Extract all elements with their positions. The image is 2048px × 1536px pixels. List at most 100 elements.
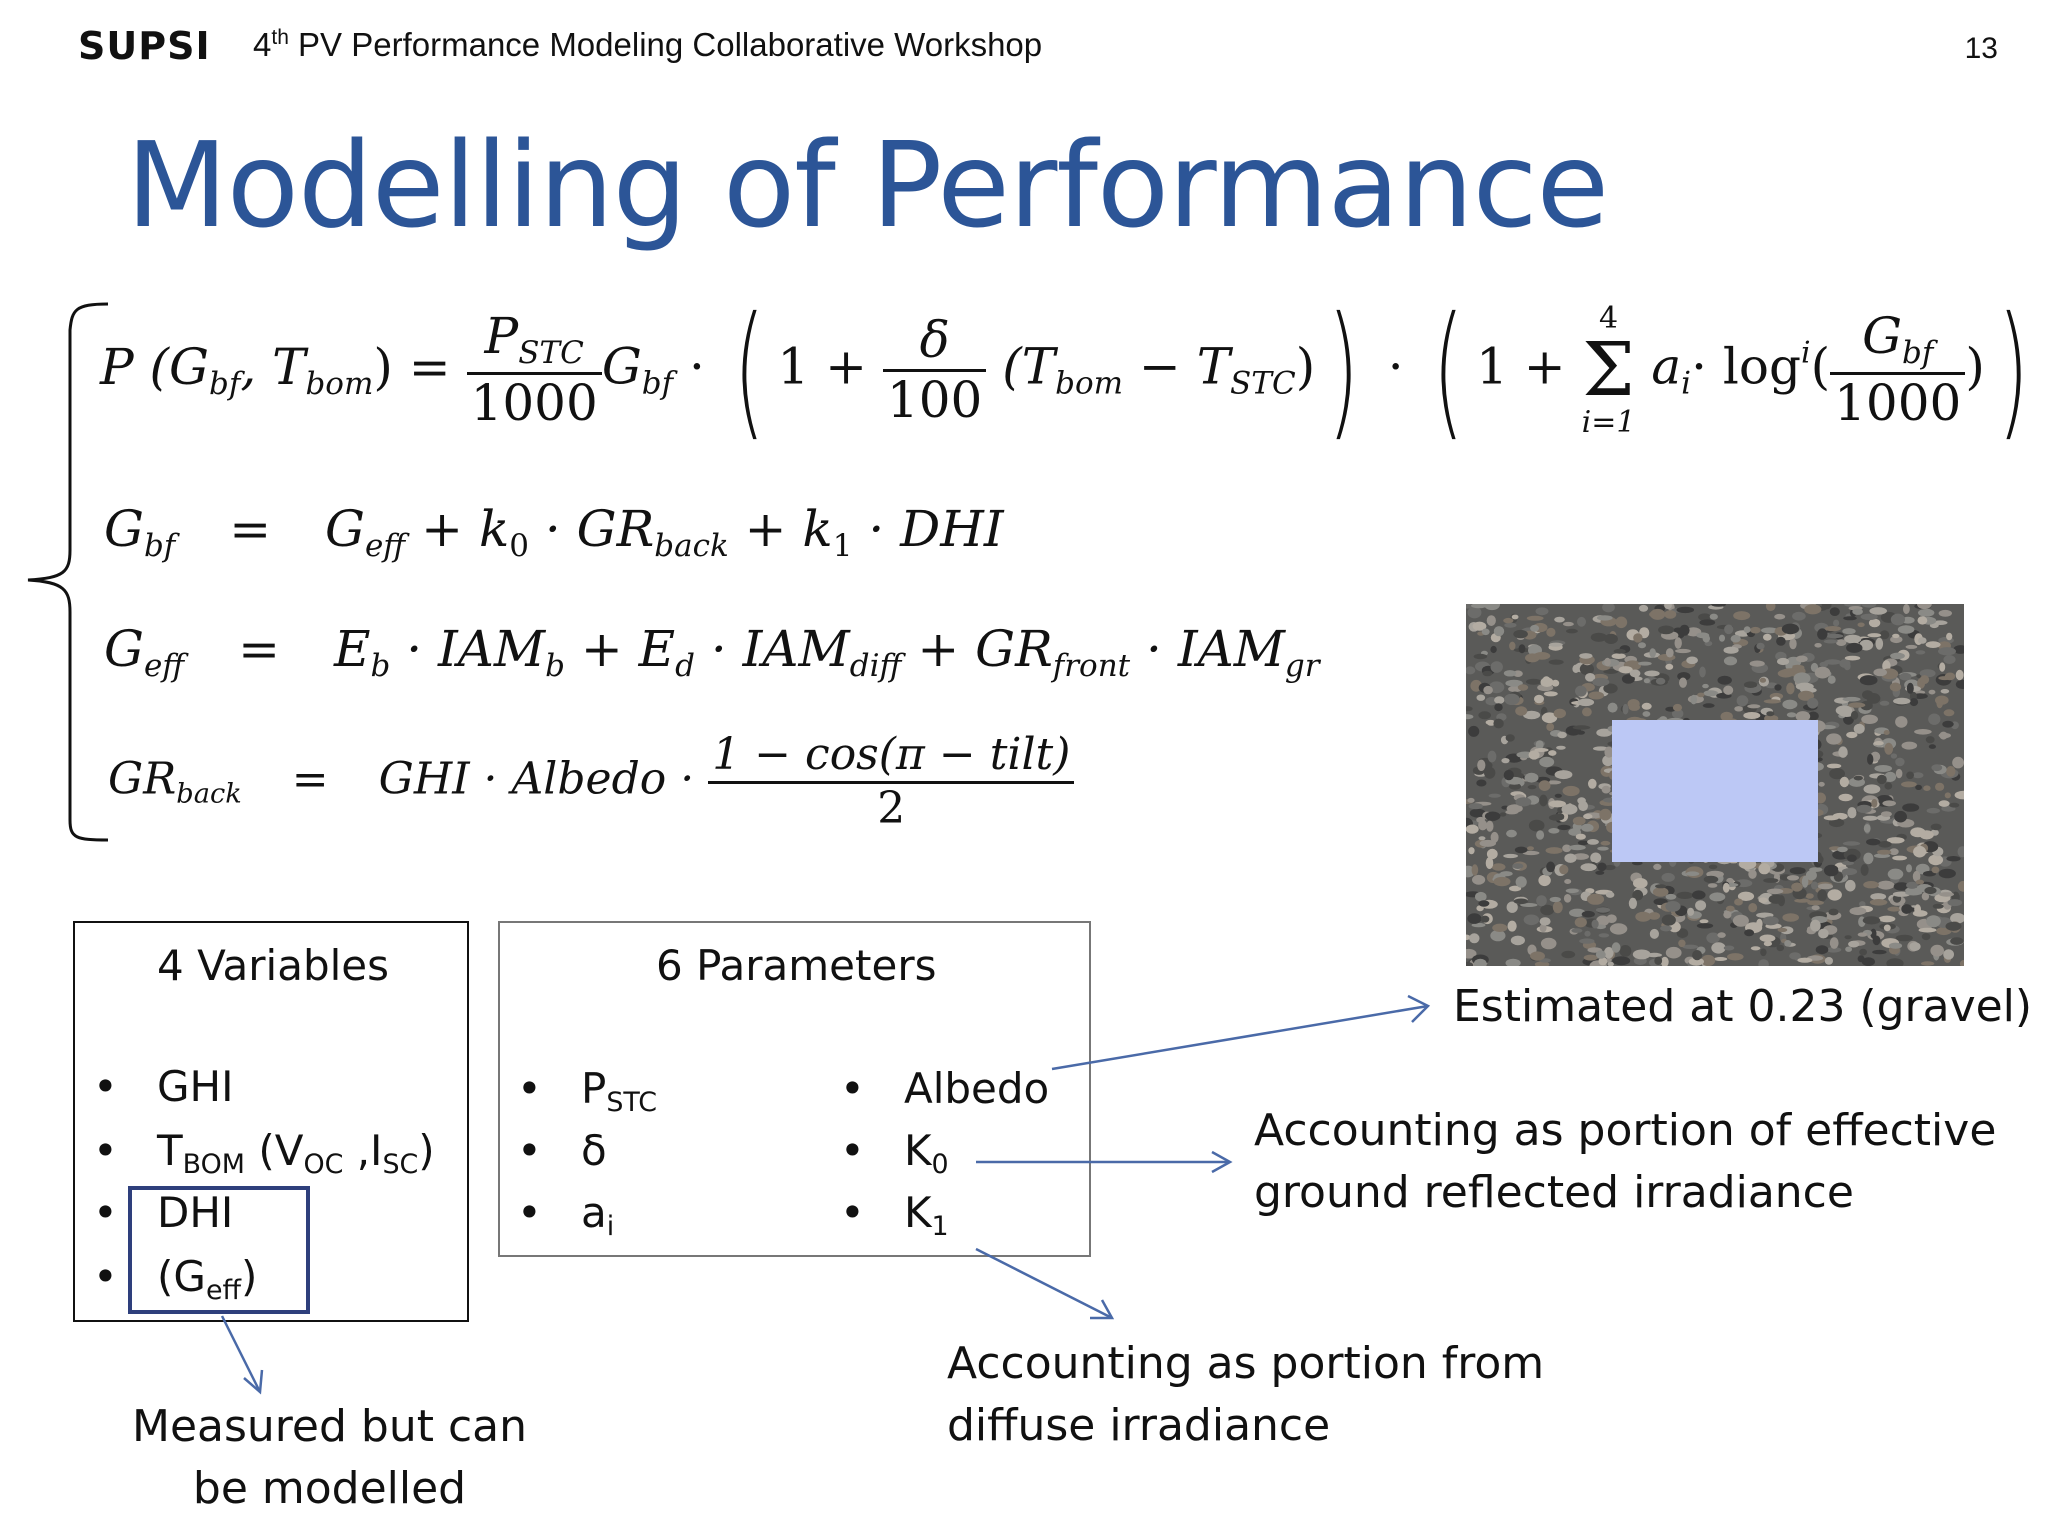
gravel-stone [1943, 655, 1956, 664]
gravel-stone [1930, 944, 1944, 957]
gravel-stone [1471, 922, 1486, 928]
gravel-stone [1562, 844, 1572, 853]
gravel-stone [1836, 639, 1847, 646]
gravel-stone [1487, 750, 1497, 763]
gravel-stone [1595, 870, 1605, 875]
gravel-stone [1807, 711, 1819, 721]
gravel-stone [1847, 807, 1857, 819]
gravel-stone [1638, 604, 1649, 612]
gravel-stone [1476, 905, 1484, 912]
gravel-stone [1709, 892, 1726, 902]
gravel-stone [1777, 669, 1794, 678]
gravel-stone [1598, 957, 1608, 966]
gravel-stone [1756, 642, 1765, 650]
gravel-stone [1801, 875, 1809, 888]
gravel-stone [1959, 959, 1964, 966]
gravel-stone [1760, 948, 1767, 957]
gravel-stone [1928, 713, 1941, 725]
gravel-stone [1513, 898, 1529, 905]
gravel-stone [1887, 868, 1904, 880]
gravel-stone [1826, 763, 1842, 769]
gravel-stone [1824, 957, 1833, 965]
gravel-stone [1723, 656, 1738, 666]
module-panel [1612, 720, 1818, 862]
gravel-stone [1763, 633, 1772, 641]
gravel-stone [1789, 952, 1801, 960]
gravel-stone [1877, 849, 1892, 855]
gravel-stone [1882, 800, 1896, 807]
gravel-stone [1823, 815, 1839, 821]
gravel-stone [1587, 839, 1599, 845]
gravel-stone [1862, 690, 1874, 700]
gravel-stone [1588, 691, 1604, 700]
gravel-stone [1761, 627, 1778, 634]
gravel-stone [1895, 716, 1908, 728]
gravel-stone [1493, 626, 1505, 637]
gravel-stone [1873, 741, 1884, 746]
gravel-stone [1846, 642, 1863, 653]
gravel-stone [1938, 609, 1952, 617]
gravel-stone [1548, 659, 1564, 665]
gravel-stone [1654, 956, 1663, 965]
gravel-stone [1711, 942, 1726, 954]
arrow-albedo-head [1407, 994, 1431, 1023]
gravel-stone [1515, 797, 1532, 807]
gravel-stone [1553, 708, 1566, 719]
gravel-stone [1943, 949, 1954, 960]
gravel-stone [1805, 870, 1817, 881]
gravel-stone [1925, 736, 1935, 744]
gravel-stone [1505, 734, 1515, 742]
note-measured-line1: Measured but can [132, 1401, 528, 1452]
gravel-stone [1899, 672, 1912, 681]
gravel-stone [1633, 878, 1648, 889]
workshop-name: PV Performance Modeling Collaborative Wo… [288, 26, 1043, 63]
gravel-stone [1877, 880, 1895, 890]
gravel-stone [1526, 615, 1544, 621]
gravel-stone [1690, 694, 1697, 705]
gravel-stone [1595, 907, 1611, 913]
gravel-stone [1632, 949, 1651, 960]
gravel-stone [1501, 758, 1510, 764]
gravel-stone [1486, 848, 1498, 860]
gravel-stone [1661, 872, 1675, 882]
eq1-paren-open-2: ( [1432, 286, 1464, 455]
gravel-stone [1902, 803, 1920, 812]
gravel-stone [1688, 957, 1704, 966]
gravel-stone [1494, 696, 1505, 704]
gravel-stone [1795, 711, 1811, 722]
gravel-stone [1466, 714, 1474, 720]
gravel-stone [1513, 629, 1528, 639]
arrow-k1 [975, 1247, 1113, 1320]
gravel-stone [1475, 891, 1487, 902]
gravel-stone [1517, 684, 1529, 691]
gravel-stone [1794, 898, 1811, 903]
gravel-stone [1534, 748, 1549, 752]
gravel-stone [1890, 753, 1898, 759]
gravel-stone [1893, 882, 1910, 891]
gravel-stone [1932, 620, 1948, 625]
gravel-stone [1540, 904, 1555, 916]
gravel-stone [1582, 707, 1592, 717]
gravel-stone [1505, 679, 1523, 687]
gravel-stone [1919, 830, 1934, 840]
gravel-stone [1815, 945, 1829, 955]
gravel-stone [1563, 894, 1572, 903]
gravel-stone [1599, 808, 1612, 821]
gravel-stone [1706, 932, 1720, 944]
gravel-stone [1817, 883, 1834, 890]
gravel-stone [1484, 811, 1501, 821]
gravel-stone [1867, 753, 1874, 765]
gravel-stone [1928, 854, 1944, 866]
gravel-stone [1955, 669, 1964, 681]
gravel-stone [1866, 838, 1881, 846]
gravel-stone [1523, 710, 1541, 720]
gravel-stone [1938, 800, 1950, 807]
gravel-stone [1635, 911, 1652, 922]
gravel-stone [1915, 784, 1922, 790]
gravel-stone [1935, 695, 1949, 705]
variables-title: 4 Variables [157, 941, 390, 990]
gravel-stone [1603, 669, 1619, 674]
gravel-stone [1917, 616, 1928, 625]
gravel-stone [1621, 674, 1635, 684]
